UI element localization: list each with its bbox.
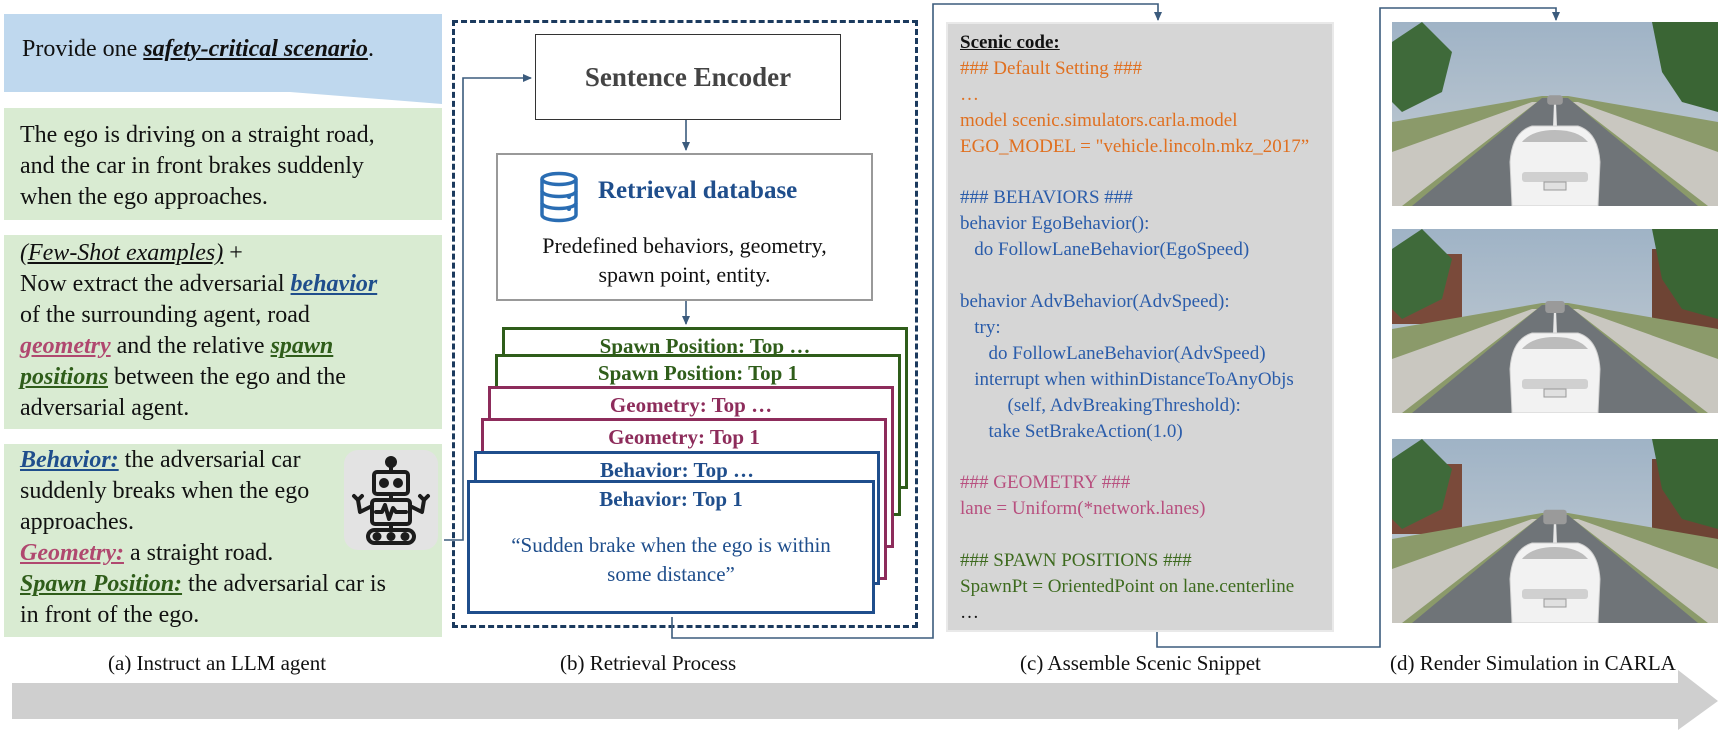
prompt-prefix: Provide one (22, 36, 144, 62)
fewshot-plus: + (223, 240, 243, 266)
scenario-text: The ego is driving on a straight road, a… (20, 120, 432, 213)
scenario-line: when the ego approaches. (20, 184, 268, 210)
keyword-positions: positions (20, 364, 109, 390)
caption-c: (c) Assemble Scenic Snippet (1020, 651, 1261, 675)
answer-text: Behavior: the adversarial car suddenly b… (20, 445, 432, 631)
database-icon (538, 171, 580, 228)
prompt-keyword: safety-critical scenario (143, 36, 368, 62)
robot-icon (344, 450, 438, 550)
answer-text-line: in front of the ego. (20, 602, 200, 628)
answer-text-line: a straight road. (123, 540, 274, 566)
extraction-text: (Few-Shot examples) + Now extract the ad… (20, 238, 432, 424)
extract-text: adversarial agent. (20, 395, 190, 421)
scenario-line: The ego is driving on a straight road, (20, 122, 375, 148)
keyword-behavior: behavior (290, 271, 378, 297)
extract-text: of the surrounding agent, road (20, 302, 310, 328)
extraction-box (4, 235, 442, 429)
extract-text: Now extract the adversarial (20, 271, 291, 297)
scenario-box (4, 108, 442, 220)
answer-behavior-label: Behavior: (20, 447, 119, 473)
prompt-suffix: . (367, 36, 374, 62)
extract-text: between the ego and the (108, 364, 346, 390)
answer-text-line: the adversarial car is (182, 571, 386, 597)
scenario-line: and the car in front brakes suddenly (20, 153, 364, 179)
extract-text: and the relative (110, 333, 271, 359)
answer-text-line: the adversarial car (118, 447, 301, 473)
keyword-geometry: geometry (20, 333, 111, 359)
prompt-box (4, 14, 442, 92)
keyword-spawn: spawn (270, 333, 334, 359)
caption-a: (a) Instruct an LLM agent (108, 651, 327, 675)
caption-d: (d) Render Simulation in CARLA (1390, 651, 1676, 675)
answer-text-line: suddenly breaks when the ego (20, 478, 310, 504)
answer-geometry-label: Geometry: (20, 540, 124, 566)
fewshot-label: (Few-Shot examples) (20, 240, 224, 266)
caption-b: (b) Retrieval Process (560, 651, 737, 675)
answer-spawn-label: Spawn Position: (20, 571, 183, 597)
answer-text-line: approaches. (20, 509, 134, 535)
prompt-text: Provide one safety-critical scenario. (22, 36, 374, 63)
